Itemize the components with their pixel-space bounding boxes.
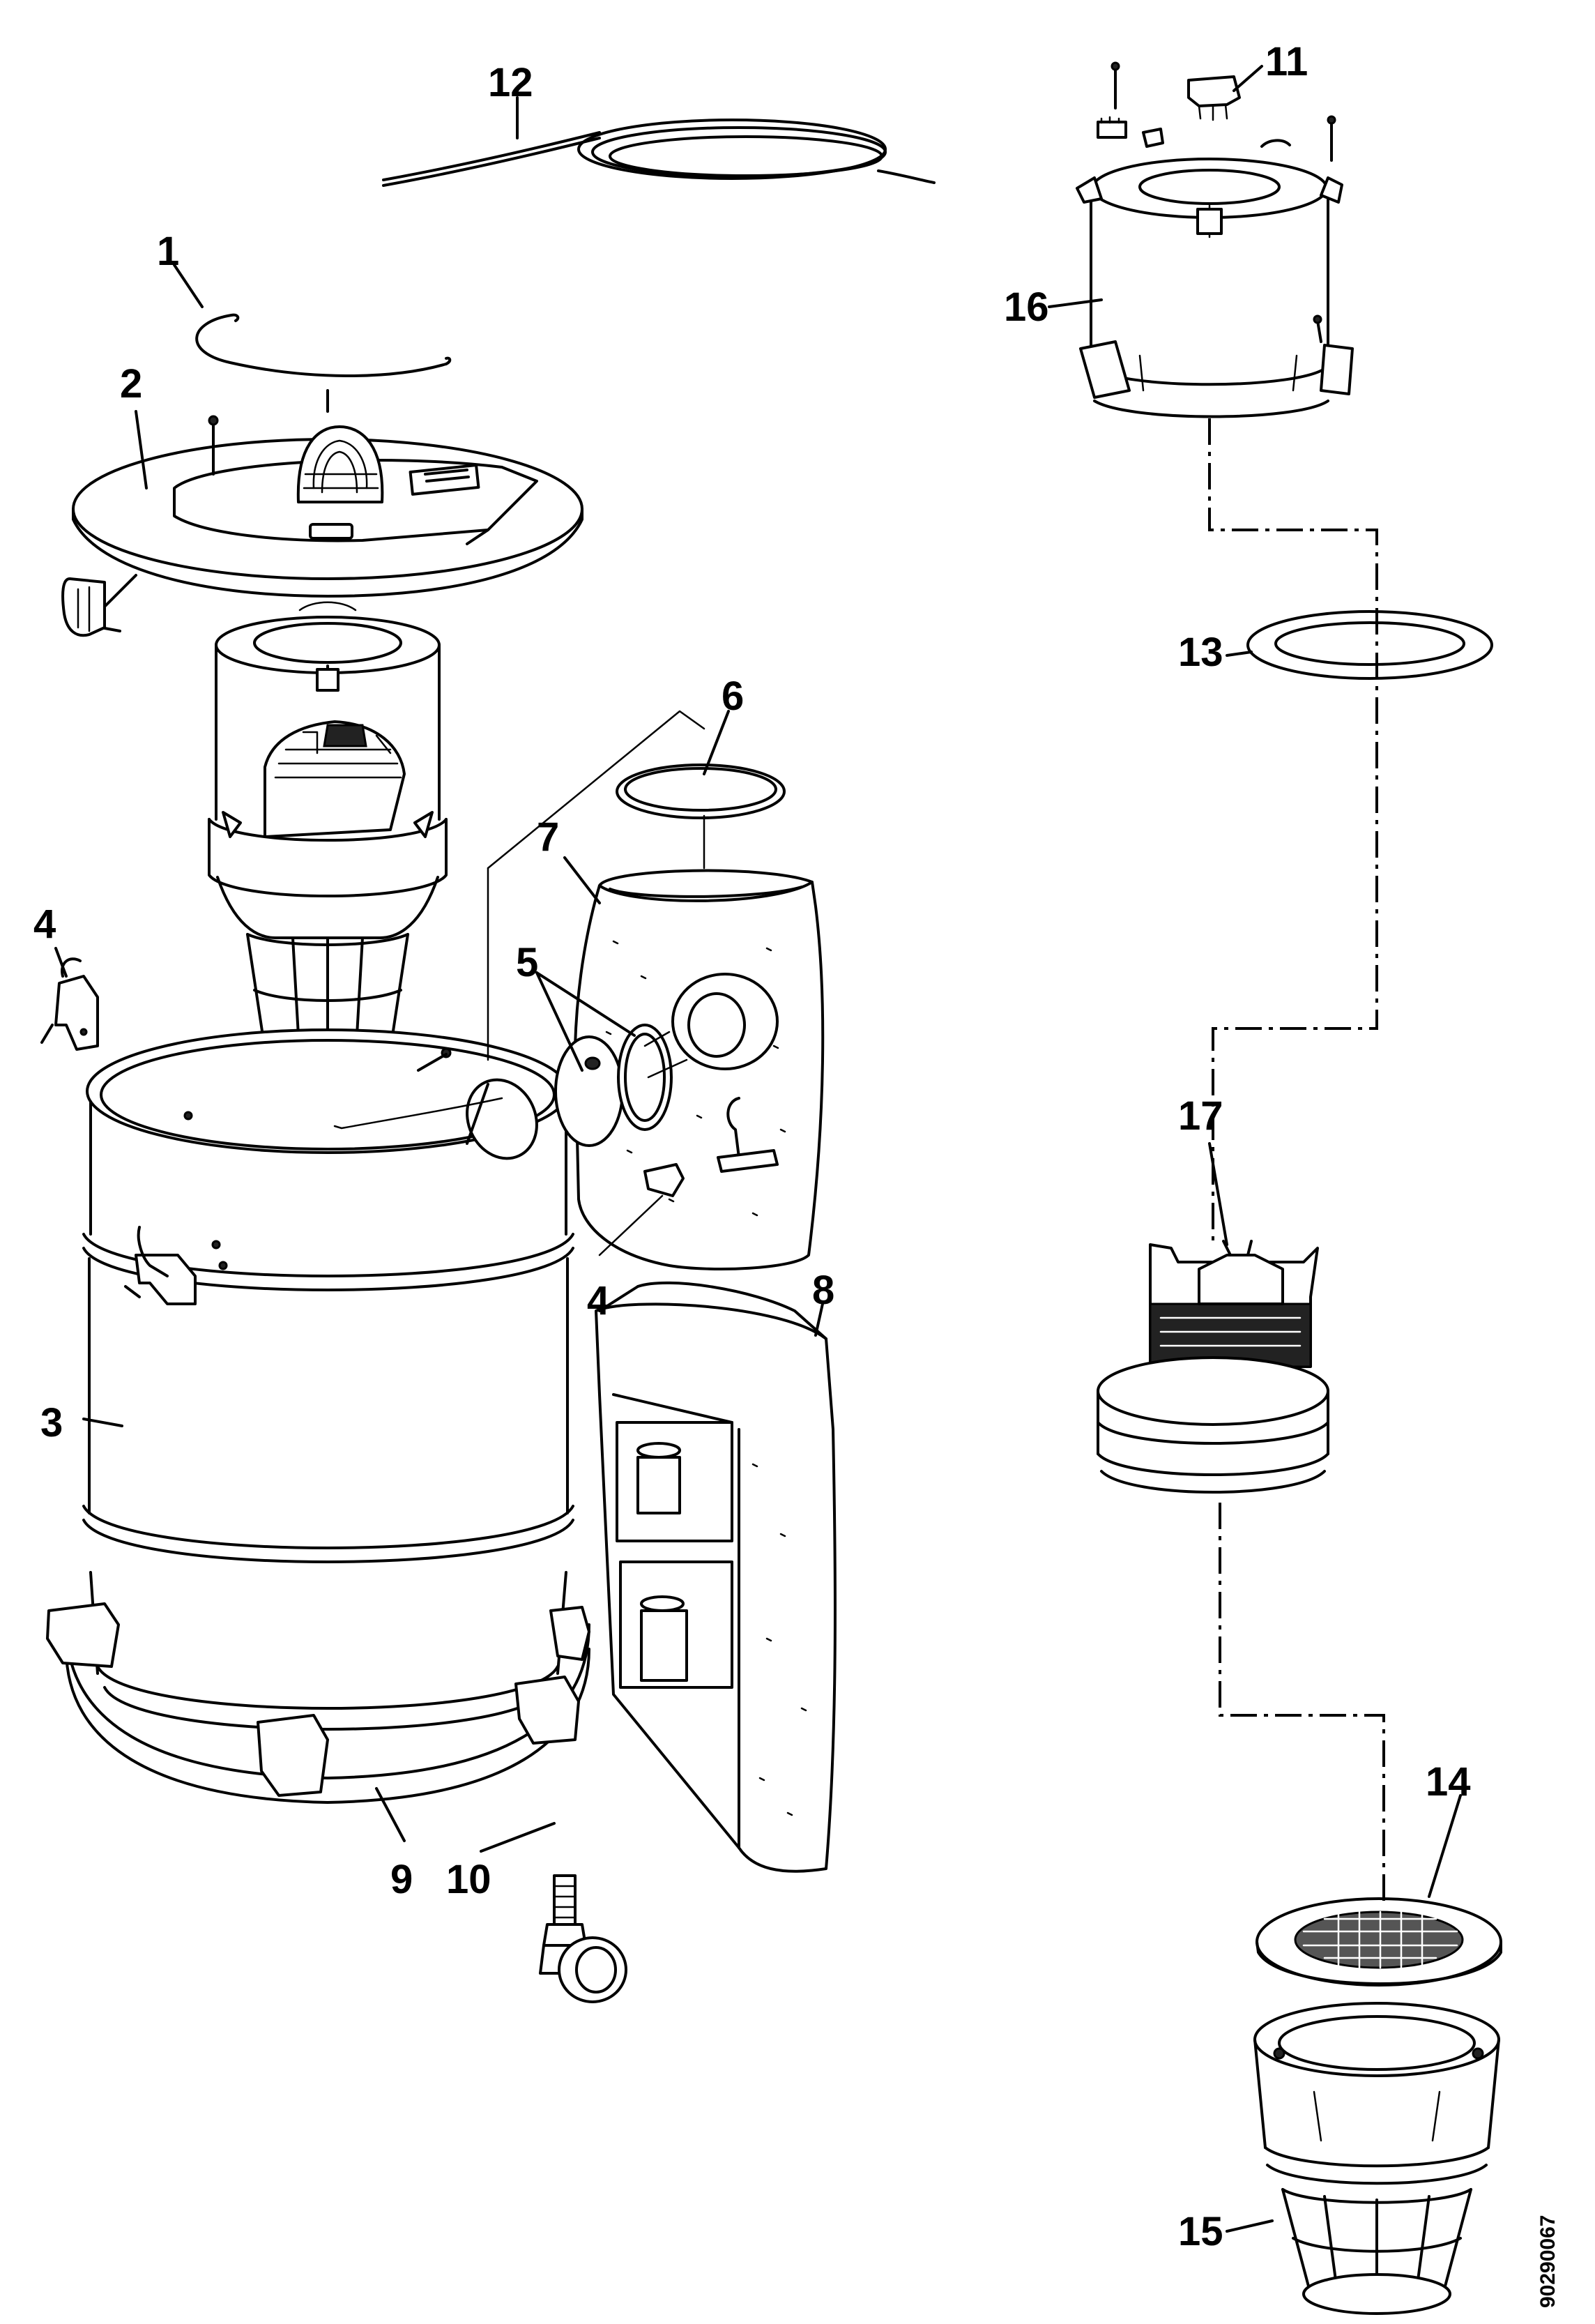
upper-housing-part xyxy=(1076,61,1354,418)
lid-part xyxy=(61,415,583,637)
assembly-axis-line xyxy=(1208,418,1378,1241)
callout-2: 2 xyxy=(120,361,142,407)
callout-6: 6 xyxy=(722,674,744,719)
power-cord-part xyxy=(382,119,936,187)
seal-ring-part xyxy=(616,764,786,819)
filter-cage-part xyxy=(1253,2002,1500,2315)
document-id: 90290067 xyxy=(1536,2215,1559,2308)
motor-part xyxy=(1097,1240,1329,1494)
filter-screen-part xyxy=(1256,1897,1502,1987)
callout-4-right: 4 xyxy=(587,1278,609,1323)
callout-13: 13 xyxy=(1178,630,1223,675)
switch-part xyxy=(1187,75,1241,121)
callout-15: 15 xyxy=(1178,2209,1223,2254)
callout-3: 3 xyxy=(40,1400,63,1445)
retaining-ring-part xyxy=(195,313,452,377)
callout-9: 9 xyxy=(390,1857,413,1902)
callout-16: 16 xyxy=(1004,284,1049,330)
bag-clip-part xyxy=(643,1163,685,1197)
callout-10: 10 xyxy=(446,1857,491,1902)
callout-14: 14 xyxy=(1426,1759,1471,1805)
callout-12: 12 xyxy=(488,60,533,105)
callout-leaders xyxy=(54,65,1462,2233)
callout-4-left: 4 xyxy=(33,902,56,947)
callout-1: 1 xyxy=(157,229,179,274)
assembly-axis-line-lower xyxy=(1219,1503,1385,1904)
callout-7: 7 xyxy=(537,814,559,860)
trolley-base-part xyxy=(46,1602,590,1804)
filter-bag-part xyxy=(574,869,825,1270)
callout-5: 5 xyxy=(516,940,538,985)
inlet-adaptor-part xyxy=(554,1024,673,1147)
motor-housing-part xyxy=(208,601,448,1075)
container-bin-part xyxy=(82,1028,574,1731)
callout-8: 8 xyxy=(812,1268,834,1313)
callout-17: 17 xyxy=(1178,1093,1223,1139)
gasket-part xyxy=(1246,610,1493,680)
castor-part xyxy=(539,1874,627,2003)
paper-bag-part xyxy=(595,1281,837,1873)
latch-clip-part xyxy=(40,957,99,1051)
callout-11: 11 xyxy=(1265,39,1308,84)
